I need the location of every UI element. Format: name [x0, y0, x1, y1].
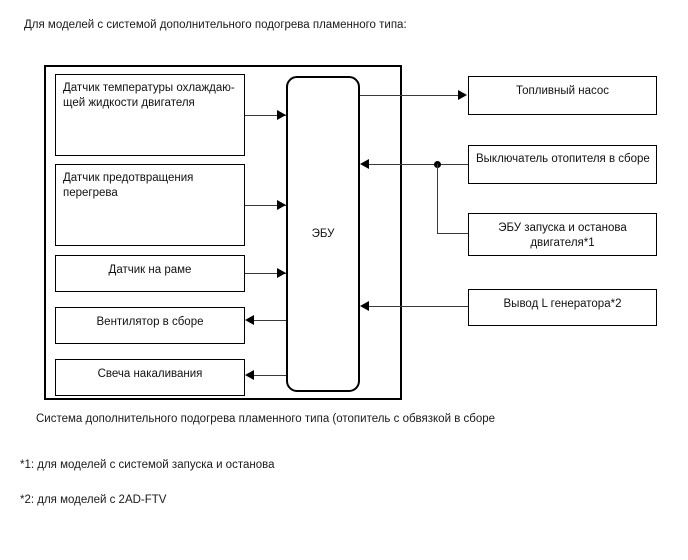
box-start-stop-engine-ecu[interactable]: ЭБУ запуска и останова двигателя*1 — [468, 213, 657, 256]
arrow-ecu-to-fuel-pump — [458, 90, 467, 100]
system-boundary-frame — [44, 65, 402, 400]
intro-text: Для моделей с системой дополнительного п… — [24, 19, 407, 31]
box-label: ЭБУ запуска и останова двигателя*1 — [498, 222, 627, 249]
arrow-frame-sensor-to-ecu — [277, 268, 286, 278]
wire-generator-to-ecu — [369, 306, 468, 307]
arrow-heater-switch-to-ecu — [360, 159, 369, 169]
arrow-coolant-sensor-to-ecu — [277, 110, 286, 120]
box-frame-sensor[interactable]: Датчик на раме — [55, 255, 245, 292]
wire-frame-sensor-to-ecu — [245, 273, 286, 274]
wire-ecu-to-glow-plug — [254, 375, 286, 376]
box-label: Вентилятор в сборе — [96, 316, 204, 328]
diagram-caption: Система дополнительного подогрева пламен… — [36, 413, 496, 425]
wire-junction-drop — [437, 164, 438, 234]
wire-overheat-sensor-to-ecu — [245, 205, 286, 206]
arrow-overheat-sensor-to-ecu — [277, 200, 286, 210]
box-label: Вывод L генератора*2 — [503, 298, 622, 310]
box-label: Датчик на раме — [108, 264, 192, 276]
box-label: Датчик предотвращения перегрева — [63, 172, 194, 199]
box-label: Датчик температуры охлаждаю- щей жидкост… — [63, 82, 235, 109]
wire-ecu-to-fuel-pump — [360, 95, 459, 96]
box-label: Выключатель отопителя в сборе — [476, 153, 650, 165]
footnote-2: *2: для моделей с 2AD-FTV — [20, 494, 167, 506]
wire-coolant-sensor-to-ecu — [245, 115, 286, 116]
wire-heater-switch-to-ecu — [369, 164, 468, 165]
box-engine-coolant-temp-sensor[interactable]: Датчик температуры охлаждаю- щей жидкост… — [55, 74, 245, 156]
box-fuel-pump[interactable]: Топливный насос — [468, 76, 657, 115]
box-heater-ecu[interactable]: ЭБУ — [286, 76, 360, 392]
footnote-1: *1: для моделей с системой запуска и ост… — [20, 459, 275, 471]
arrow-ecu-to-fan — [245, 315, 254, 325]
box-fan-assembly[interactable]: Вентилятор в сборе — [55, 307, 245, 344]
box-overheat-prevention-sensor[interactable]: Датчик предотвращения перегрева — [55, 164, 245, 246]
box-heater-switch-assembly[interactable]: Выключатель отопителя в сборе — [468, 145, 657, 184]
arrow-generator-to-ecu — [360, 301, 369, 311]
ecu-label: ЭБУ — [311, 228, 335, 240]
wire-ecu-to-fan — [254, 320, 286, 321]
box-glow-plug[interactable]: Свеча накаливания — [55, 359, 245, 396]
box-label: Свеча накаливания — [97, 368, 203, 380]
box-generator-l-terminal[interactable]: Вывод L генератора*2 — [468, 289, 657, 326]
arrow-ecu-to-glow-plug — [245, 370, 254, 380]
wire-start-stop-ecu-to-junction — [437, 233, 468, 234]
box-label: Топливный насос — [516, 85, 609, 97]
